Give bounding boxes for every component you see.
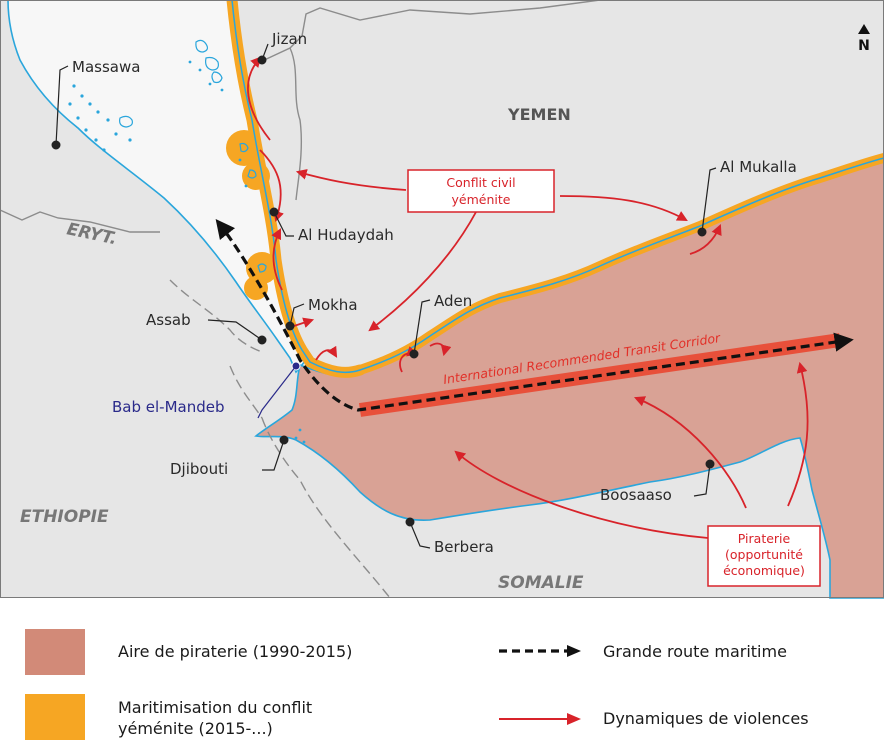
borders [0,0,601,599]
city-markers [51,43,717,549]
city-label-boosaaso: Boosaaso [600,486,672,504]
legend-label-maritimisation-1: Maritimisation du conflit [118,698,313,717]
country-label-ethiopia: ETHIOPIE [20,507,109,527]
piracy-label-3: économique) [723,563,805,578]
city-label-al-hudaydah: Al Hudaydah [298,226,394,244]
civil-war-label-2: yéménite [452,192,511,207]
legend-violence-symbol [499,713,581,725]
legend-swatch-maritimisation [25,694,85,740]
legend-swatch-piracy [25,629,85,675]
country-label-yemen: YEMEN [507,105,571,124]
legend-sea-route-symbol [499,645,581,657]
strait-label: Bab el-Mandeb [112,398,225,416]
city-label-massawa: Massawa [72,58,140,76]
violence-arrows [247,56,809,539]
country-label-somalia: SOMALIE [498,573,584,593]
city-label-al-mukalla: Al Mukalla [720,158,797,176]
legend-label-piracy: Aire de piraterie (1990-2015) [118,642,353,661]
conflict-zone-1 [226,130,262,166]
city-label-aden: Aden [434,292,472,310]
piracy-label-1: Piraterie [738,531,791,546]
piracy-label-2: (opportunité [725,547,803,562]
city-label-assab: Assab [146,311,191,329]
legend-label-violence: Dynamiques de violences [603,709,809,728]
north-arrow-icon [858,24,870,34]
civil-war-box [407,169,555,213]
city-label-mokha: Mokha [308,296,358,314]
island-dots [68,60,306,444]
map: International Recommended Transit Corrid… [0,0,884,599]
city-label-djibouti: Djibouti [170,460,228,478]
legend-label-sea-route: Grande route maritime [603,642,787,661]
city-label-jizan: Jizan [271,30,307,48]
city-label-berbera: Berbera [434,538,494,556]
north-label: N [858,38,870,54]
legend-label-maritimisation-2: yéménite (2015-...) [118,719,273,738]
sea-route [215,218,854,412]
civil-war-label-1: Conflit civil [446,175,515,190]
piracy-box [707,525,821,587]
